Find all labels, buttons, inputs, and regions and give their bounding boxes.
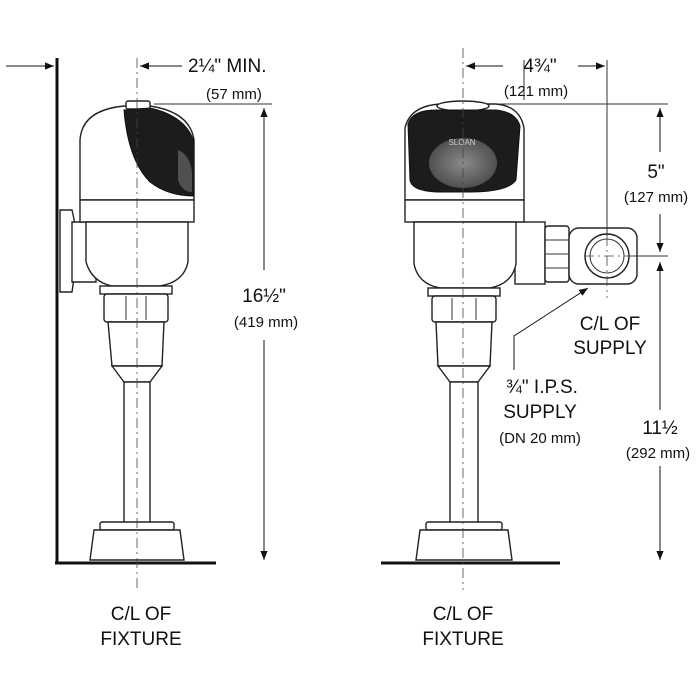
width-label: 4¾": [523, 56, 556, 77]
fixture-cl-label-front-2: FIXTURE: [422, 629, 503, 650]
supply-pipe-front: [514, 221, 546, 285]
ips-label-1: ¾" I.P.S.: [506, 377, 578, 398]
vacuum-breaker-nut-side: [103, 293, 169, 323]
ips-leader-line: [513, 287, 589, 370]
supply-offset-label: 5": [647, 162, 664, 183]
fixture-cl-label-front-1: C/L OF: [433, 604, 494, 625]
min-offset-metric: (57 mm): [206, 86, 262, 103]
supply-cl-label-1: C/L OF: [580, 314, 641, 335]
supply-cl-label-2: SUPPLY: [573, 338, 647, 359]
fixture-cl-label-side-2: FIXTURE: [100, 629, 181, 650]
valve-body-front: [413, 221, 517, 289]
sensor-window-side: [123, 107, 195, 197]
ips-label-3: (DN 20 mm): [499, 430, 581, 447]
brand-logo: SLOAN: [448, 138, 475, 147]
side-view: 2¼" MIN. (57 mm) 16½" (419 mm) C/L OF FI…: [6, 56, 298, 650]
coupling-front: [427, 287, 501, 297]
fixture-cl-label-side-1: C/L OF: [111, 604, 172, 625]
min-offset-label: 2¼" MIN.: [188, 56, 267, 77]
front-view: SLOAN 4¾" (121 mm) 5" (127 mm) 11½ (292 …: [381, 48, 690, 650]
vacuum-breaker-front: [435, 321, 493, 367]
flush-tube-front: [449, 381, 479, 525]
spud-coupling-front: [415, 529, 513, 561]
supply-height-label: 11½: [642, 418, 678, 439]
spud-nut-top-front: [425, 521, 503, 531]
vacuum-breaker-nut-front: [431, 295, 497, 323]
vacuum-breaker-side: [107, 321, 165, 367]
supply-offset-metric: (127 mm): [624, 189, 688, 206]
housing-band-front: [404, 199, 525, 223]
tube-taper-front: [436, 365, 492, 383]
width-metric: (121 mm): [504, 83, 568, 100]
supply-height-metric: (292 mm): [626, 445, 690, 462]
overall-height-label: 16½": [242, 286, 286, 307]
overall-height-metric: (419 mm): [234, 314, 298, 331]
sensor-lens-side: [178, 150, 192, 192]
coupling-side: [99, 285, 173, 295]
ips-label-2: SUPPLY: [503, 402, 577, 423]
